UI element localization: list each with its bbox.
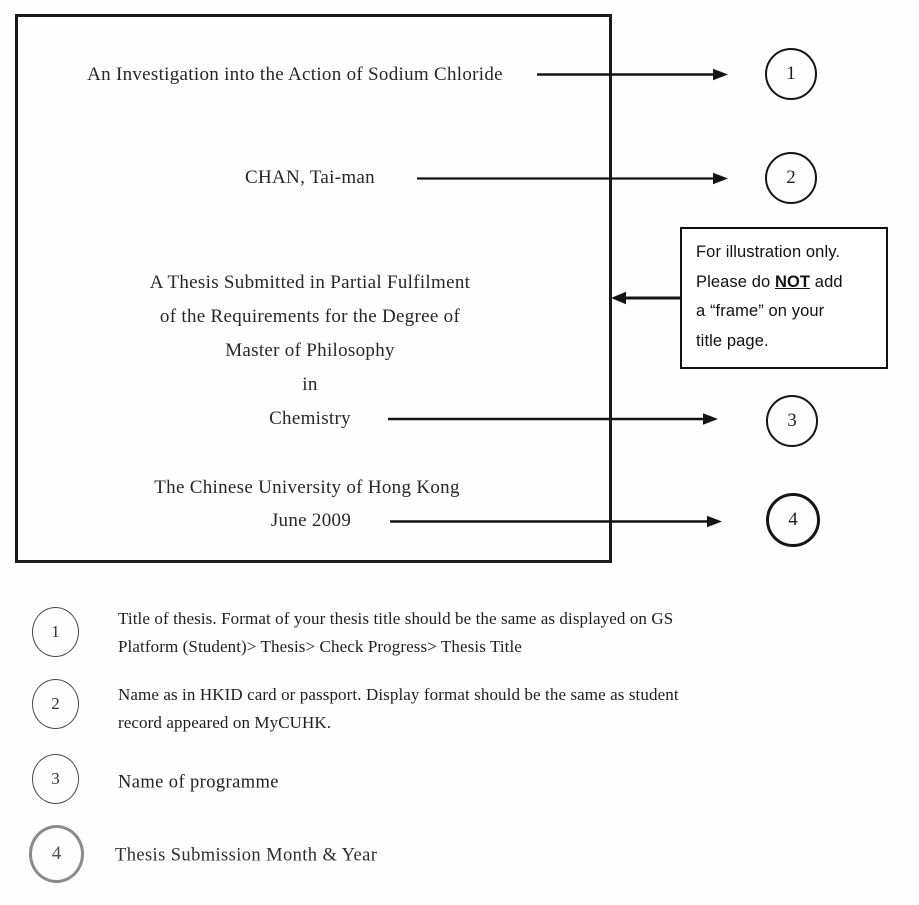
- legend-circle-4: 4: [29, 825, 84, 883]
- thesis-title: An Investigation into the Action of Sodi…: [87, 64, 503, 85]
- legend-circle-2: 2: [32, 679, 79, 729]
- university-name: The Chinese University of Hong Kong: [154, 477, 460, 498]
- legend-item-2-line-2: record appeared on MyCUHK.: [118, 713, 332, 732]
- callout-number-1: 1: [786, 63, 796, 84]
- callout-number-2: 2: [786, 167, 796, 188]
- statement-line-1: A Thesis Submitted in Partial Fulfilment: [149, 272, 471, 293]
- callout-circle-3: 3: [766, 395, 818, 447]
- legend-item-1-line-1: Title of thesis. Format of your thesis t…: [118, 609, 674, 628]
- programme-name: Chemistry: [269, 408, 351, 429]
- callout-number-3: 3: [787, 410, 797, 431]
- statement-line-3: Master of Philosophy: [225, 340, 395, 361]
- note-line-1: For illustration only.: [696, 243, 841, 261]
- note-emphasis: NOT: [774, 272, 811, 291]
- note-line-2: Please do NOT add: [696, 272, 843, 291]
- legend-number-2: 2: [51, 694, 60, 713]
- callout-number-4: 4: [788, 509, 798, 530]
- note-line-3: a “frame” on your: [696, 302, 825, 320]
- legend-item-3-line-1: Name of programme: [118, 772, 279, 793]
- legend-item-1-line-2: Platform (Student)> Thesis> Check Progre…: [118, 637, 522, 656]
- illustration-note-box: For illustration only. Please do NOT add…: [680, 227, 888, 369]
- author-name: CHAN, Tai-man: [245, 167, 375, 188]
- statement-line-4: in: [302, 374, 318, 395]
- arrow-note-to-frame-icon: [611, 291, 681, 305]
- legend-circle-1: 1: [32, 607, 79, 657]
- callout-circle-4: 4: [766, 493, 820, 547]
- legend-circle-3: 3: [32, 754, 79, 804]
- note-line-4: title page.: [696, 331, 769, 350]
- legend-number-3: 3: [51, 769, 60, 788]
- legend-item-2-line-1: Name as in HKID card or passport. Displa…: [118, 685, 679, 704]
- statement-line-2: of the Requirements for the Degree of: [159, 306, 461, 327]
- submission-date: June 2009: [270, 510, 352, 531]
- callout-circle-1: 1: [765, 48, 817, 100]
- legend-number-1: 1: [51, 622, 60, 641]
- legend-item-4-line-1: Thesis Submission Month & Year: [115, 845, 378, 866]
- legend-number-4: 4: [51, 843, 62, 864]
- callout-circle-2: 2: [765, 152, 817, 204]
- title-page-frame: [15, 14, 612, 563]
